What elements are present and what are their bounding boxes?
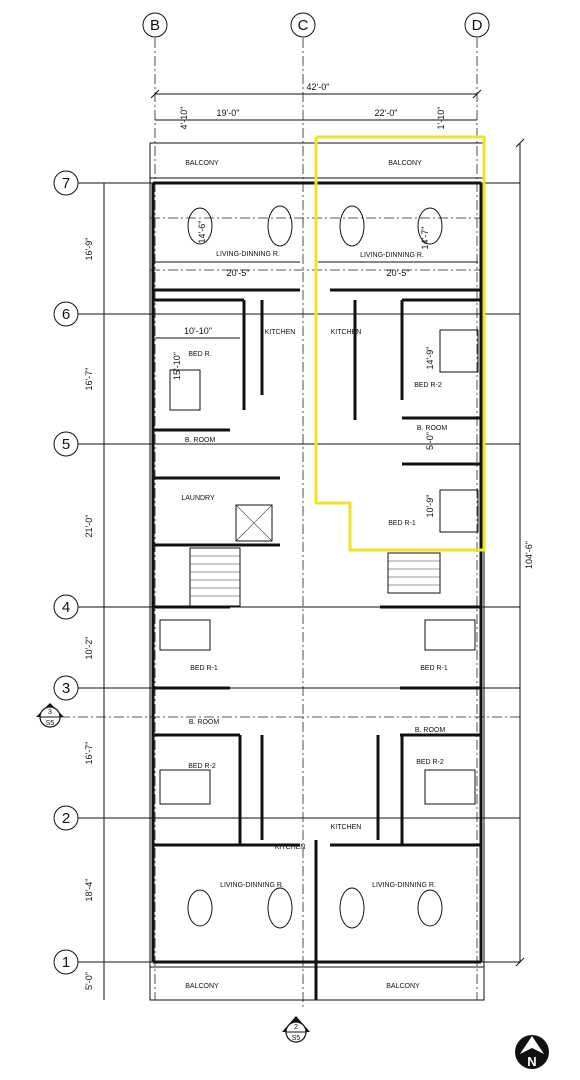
grid-label-5: 5 (62, 436, 70, 453)
label-bed-r2-bottom-right: BED R-2 (416, 759, 444, 766)
grid-bubble-5: 5 (53, 431, 79, 457)
label-kitchen-bottom-right: KITCHEN (331, 824, 362, 831)
dim-overall-width: 42'-0" (307, 82, 330, 92)
dim-row-4-3: 10'-2" (84, 637, 94, 660)
section-2-number: 2 (294, 1024, 298, 1031)
dim-edge-right: 1'-10" (436, 107, 446, 130)
room-dimensions: 20'-5" 20'-5" 14'-6" 14'-7" 10'-10" 15'-… (155, 221, 478, 518)
dim-living-depth-left: 14'-6" (197, 221, 207, 244)
label-bed-r1-top-right: BED R-1 (388, 520, 416, 527)
label-bed-r2-top-right: BED R-2 (414, 382, 442, 389)
dim-living-width-right: 20'-5" (387, 268, 410, 278)
label-balcony-top-right: BALCONY (388, 160, 422, 167)
top-dimension-strings: 42'-0" 19'-0" 22'-0" 4'-10" 1'-10" (150, 82, 482, 130)
dim-row-7-6: 16'-9" (84, 238, 94, 261)
dim-bed-r2-depth: 14'-9" (425, 347, 435, 370)
dim-living-depth-right: 14'-7" (420, 227, 430, 250)
dim-row-1-edge: 5'-0" (84, 972, 94, 990)
grid-label-c: C (298, 17, 309, 34)
label-balcony-bottom-left: BALCONY (185, 983, 219, 990)
label-bed-top-left: BED R. (188, 351, 211, 358)
grid-bubble-d: D (464, 12, 490, 38)
highlight-outline (314, 135, 486, 552)
grid-bubble-6: 6 (53, 301, 79, 327)
dim-living-width-left: 20'-5" (227, 268, 250, 278)
dining-tables (187, 205, 443, 929)
grid-label-d: D (472, 17, 483, 34)
dim-overall-height: 104'-6" (524, 541, 534, 569)
label-living-top-left: LIVING-DINNING R. (216, 251, 280, 258)
label-bathroom-bottom-left: B. ROOM (189, 719, 220, 726)
room-labels: BALCONY BALCONY LIVING-DINNING R. LIVING… (181, 160, 448, 990)
section-marker-2: 2 S5 (282, 1016, 310, 1043)
grid-label-1: 1 (62, 954, 70, 971)
grid-label-2: 2 (62, 810, 70, 827)
grid-label-3: 3 (62, 680, 70, 697)
dim-bed-depth: 15'-10" (172, 352, 182, 380)
label-balcony-bottom-right: BALCONY (386, 983, 420, 990)
label-bed-r2-bottom-left: BED R-2 (188, 763, 216, 770)
dim-row-3-2: 16'-7" (84, 742, 94, 765)
label-kitchen-bottom-left: KITCHEN (275, 844, 306, 851)
label-bathroom-bottom-right: B. ROOM (415, 727, 446, 734)
building-walls (149, 142, 485, 1001)
section-marker-3: 3 S5 (36, 703, 64, 728)
dim-edge-left: 4'-10" (179, 107, 189, 130)
section-3-sheet: S5 (46, 720, 55, 727)
grid-bubble-3: 3 (53, 675, 79, 701)
section-3-number: 3 (48, 709, 52, 716)
label-bathroom-top-right: B. ROOM (417, 425, 448, 432)
label-living-bottom-left: LIVING-DINNING R. (220, 882, 284, 889)
grid-bubble-4: 4 (53, 594, 79, 620)
label-living-bottom-right: LIVING-DINNING R. (372, 882, 436, 889)
grid-label-b: B (150, 17, 160, 34)
grid-bubble-b: B (142, 12, 168, 38)
dim-seg-right: 22'-0" (375, 108, 398, 118)
left-dimension-strings: 16'-9" 16'-7" 21'-0" 10'-2" 16'-7" 18'-4… (84, 183, 105, 1000)
label-laundry: LAUNDRY (181, 495, 215, 502)
grid-bubble-2: 2 (53, 805, 79, 831)
label-living-top-right: LIVING-DINNING R. (360, 252, 424, 259)
grid-label-6: 6 (62, 306, 70, 323)
label-kitchen-top-right: KITCHEN (331, 329, 362, 336)
right-dimension-string: 104'-6" (515, 138, 534, 967)
label-bed-r1-bottom-left: BED R-1 (190, 665, 218, 672)
label-bathroom-top-left: B. ROOM (185, 437, 216, 444)
dim-bath-depth: 5'-0" (425, 432, 435, 450)
stairs (189, 547, 441, 607)
grid-label-4: 4 (62, 599, 70, 616)
label-bed-r1-bottom-right: BED R-1 (420, 665, 448, 672)
elevator (235, 504, 273, 542)
grid-bubble-c: C (290, 12, 316, 38)
dim-row-6-5: 16'-7" (84, 368, 94, 391)
dim-bed-r1-depth: 10'-9" (425, 495, 435, 518)
dim-bed-width: 10'-10" (184, 326, 212, 336)
label-balcony-top-left: BALCONY (185, 160, 219, 167)
label-kitchen-top-left: KITCHEN (265, 329, 296, 336)
dim-seg-left: 19'-0" (217, 108, 240, 118)
grid-bubble-7: 7 (53, 170, 79, 196)
north-arrow-label: N (527, 1054, 536, 1069)
north-arrow-icon: N (515, 1035, 549, 1069)
dim-row-2-1: 18'-4" (84, 879, 94, 902)
grid-bubble-1: 1 (53, 949, 79, 975)
grid-label-7: 7 (62, 175, 70, 192)
dim-row-5-4: 21'-0" (84, 515, 94, 538)
section-2-sheet: S5 (292, 1035, 301, 1042)
beds (159, 329, 479, 805)
